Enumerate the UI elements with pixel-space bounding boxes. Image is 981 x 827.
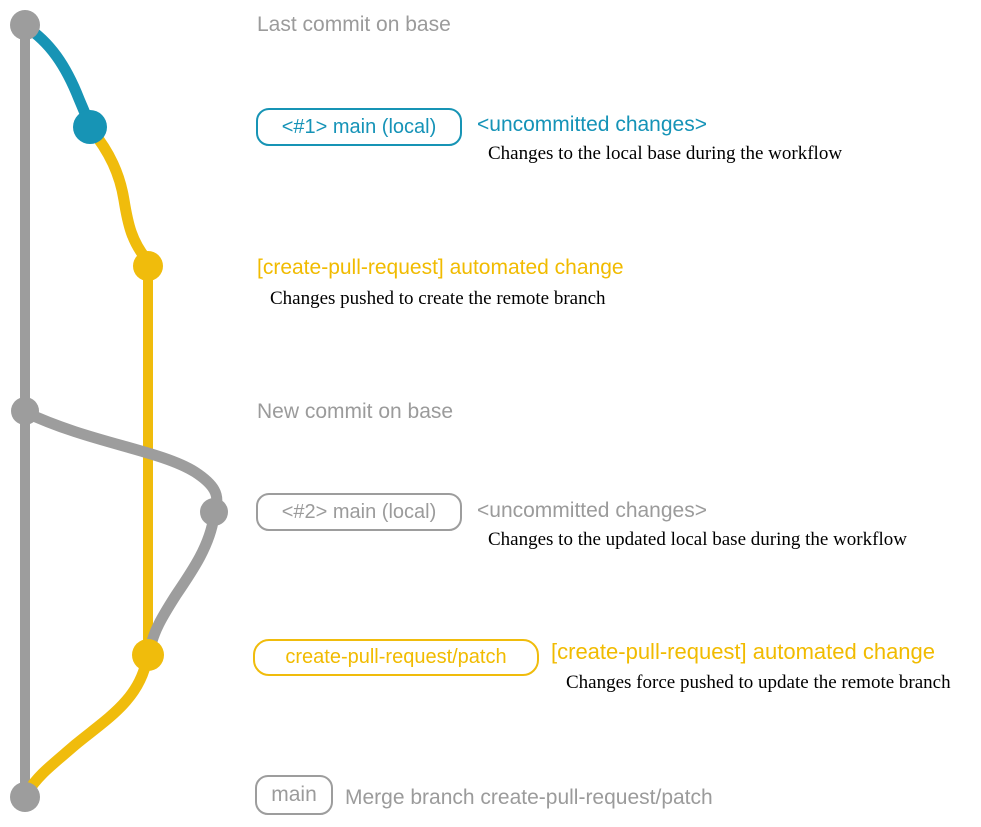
commit-node-automated2 (132, 639, 164, 671)
automated-change-label-1: [create-pull-request] automated change (257, 256, 624, 279)
caption-updated-local-base: Changes to the updated local base during… (488, 529, 907, 550)
branch-badge-patch: create-pull-request/patch (253, 639, 539, 676)
last-commit-label: Last commit on base (257, 13, 451, 36)
commit-node-merge (10, 782, 40, 812)
commit-node-automated1 (133, 251, 163, 281)
uncommitted-changes-label-2: <uncommitted changes> (477, 499, 707, 522)
caption-local-base: Changes to the local base during the wor… (488, 143, 843, 164)
automated-change-label-2: [create-pull-request] automated change (551, 639, 936, 664)
rebase-edge (144, 510, 220, 656)
branch-badge-main2: <#2> main (local) (256, 493, 462, 531)
commit-node-new-base (11, 397, 39, 425)
uncommitted-changes-label-1: <uncommitted changes> (477, 113, 707, 136)
commit-node-main1 (73, 110, 107, 144)
commit-node-main2 (200, 498, 228, 526)
patch-branch-edge-1 (84, 122, 153, 266)
merge-commit-label: Merge branch create-pull-request/patch (345, 786, 713, 809)
local-main2-edge (19, 406, 223, 513)
caption-force-pushed: Changes force pushed to update the remot… (566, 672, 951, 693)
new-commit-label: New commit on base (257, 400, 454, 423)
commit-node-last-base (10, 10, 40, 40)
caption-pushed-create: Changes pushed to create the remote bran… (270, 288, 606, 309)
branch-badge-main: main (255, 775, 333, 815)
branch-badge-main1: <#1> main (local) (256, 108, 462, 146)
merge-edge (21, 652, 153, 799)
local-main1-edge (19, 20, 96, 133)
